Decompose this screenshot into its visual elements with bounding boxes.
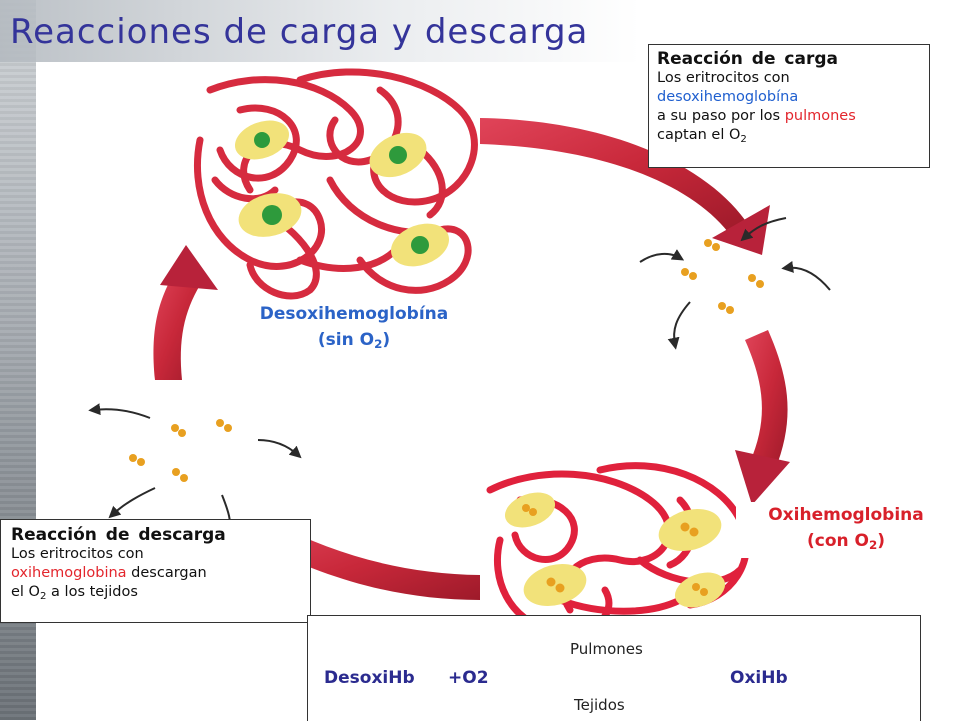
charge-reaction-line4: captan el O2 xyxy=(657,127,747,145)
desoxihemoglobin-condition: (sin O2) xyxy=(317,330,391,351)
equation-box: Pulmones DesoxiHb +O2 OxiHb Tejidos xyxy=(307,615,921,721)
outflow-arrows-tissues xyxy=(88,403,302,540)
desoxihemoglobin-label: Desoxihemoglobína (sin O2) xyxy=(222,301,486,361)
equation-forward-label: Pulmones xyxy=(570,640,643,658)
cycle-arrow-left xyxy=(153,245,218,380)
discharge-reaction-heading: Reacción de descarga xyxy=(11,525,226,545)
equation-reverse-label: Tejidos xyxy=(574,696,625,714)
desoxihemoglobin-molecule xyxy=(193,68,478,300)
desoxihemoglobin-name: Desoxihemoglobína xyxy=(259,304,449,324)
charge-reaction-heading: Reacción de carga xyxy=(657,49,838,69)
charge-reaction-line3: a su paso por los pulmones xyxy=(657,108,856,124)
oxihemoglobin-molecule xyxy=(486,462,750,636)
equation-reactant: DesoxiHb xyxy=(324,668,415,688)
equation-oxygen: +O2 xyxy=(448,668,489,688)
discharge-reaction-line3: el O2 a los tejidos xyxy=(11,584,138,602)
charge-reaction-line2: desoxihemoglobína xyxy=(657,89,799,105)
discharge-reaction-line1: Los eritrocitos con xyxy=(11,546,144,562)
charge-reaction-line1: Los eritrocitos con xyxy=(657,70,790,86)
discharge-reaction-line2: oxihemoglobina descargan xyxy=(11,565,207,581)
cycle-arrow-right xyxy=(735,330,790,505)
oxihemoglobin-name: Oxihemoglobina xyxy=(768,505,924,525)
cycle-arrow-bottom xyxy=(260,522,480,600)
oxygen-molecules-lungs xyxy=(681,239,764,314)
discharge-reaction-box: Reacción de descarga Los eritrocitos con… xyxy=(0,519,311,623)
inflow-arrows-lungs xyxy=(639,217,831,350)
charge-reaction-box: Reacción de carga Los eritrocitos con de… xyxy=(648,44,930,168)
oxihemoglobin-condition: (con O2) xyxy=(806,531,886,552)
oxygen-molecules-tissues xyxy=(129,419,232,482)
equation-product: OxiHb xyxy=(730,668,788,688)
page-title: Reacciones de carga y descarga xyxy=(10,12,589,52)
oxihemoglobin-label: Oxihemoglobina (con O2) xyxy=(736,502,956,558)
title-band xyxy=(0,0,640,62)
